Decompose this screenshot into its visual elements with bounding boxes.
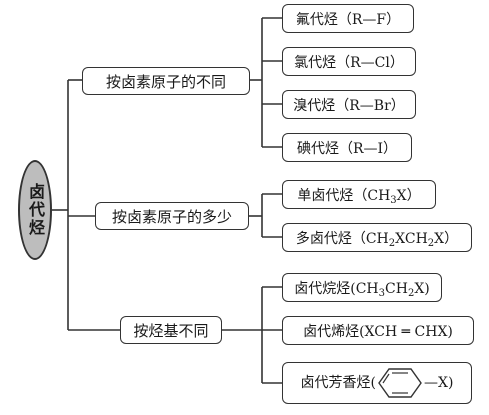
group-label: 按卤素原子的多少 <box>111 207 232 226</box>
group-node-halogen-type: 按卤素原子的不同 <box>82 67 250 95</box>
leaf-label: 多卤代烃（CH2XCH2X） <box>295 230 459 249</box>
leaf-haloalkane: 卤代烷烃(CH3CH2X) <box>282 273 442 302</box>
leaf-label: 卤代烷烃(CH3CH2X) <box>294 280 430 299</box>
leaf-chloro: 氯代烃（R—Cl） <box>282 47 416 76</box>
leaf-bromo: 溴代烃（R—Br） <box>282 90 416 119</box>
leaf-fluoro: 氟代烃（R—F） <box>282 4 414 33</box>
leaf-label: 氯代烃（R—Cl） <box>294 54 404 71</box>
leaf-haloarene: 卤代芳香烃(—X) <box>282 362 472 404</box>
leaf-label: 卤代烯烃(XCH ═ CHX) <box>303 323 453 340</box>
benzene-ring-icon <box>378 368 422 398</box>
leaf-poly-halo: 多卤代烃（CH2XCH2X） <box>282 223 472 252</box>
leaf-mono-halo: 单卤代烃（CH3X） <box>282 180 436 209</box>
leaf-label: 单卤代烃（CH3X） <box>297 187 421 206</box>
leaf-label: 卤代芳香烃(—X) <box>301 366 453 400</box>
group-label: 按烃基不同 <box>133 321 209 340</box>
leaf-label: 溴代烃（R—Br） <box>293 97 405 114</box>
root-node: 卤代烃 <box>18 160 52 260</box>
leaf-haloalkene: 卤代烯烃(XCH ═ CHX) <box>282 316 474 345</box>
group-label: 按卤素原子的不同 <box>105 72 226 91</box>
leaf-label: 氟代烃（R—F） <box>295 11 401 28</box>
leaf-iodo: 碘代烃（R—I） <box>282 133 412 162</box>
group-node-hydrocarbon-group: 按烃基不同 <box>120 316 222 344</box>
group-node-halogen-count: 按卤素原子的多少 <box>95 202 249 230</box>
leaf-label: 碘代烃（R—I） <box>296 140 398 157</box>
root-label: 卤代烃 <box>26 183 45 237</box>
